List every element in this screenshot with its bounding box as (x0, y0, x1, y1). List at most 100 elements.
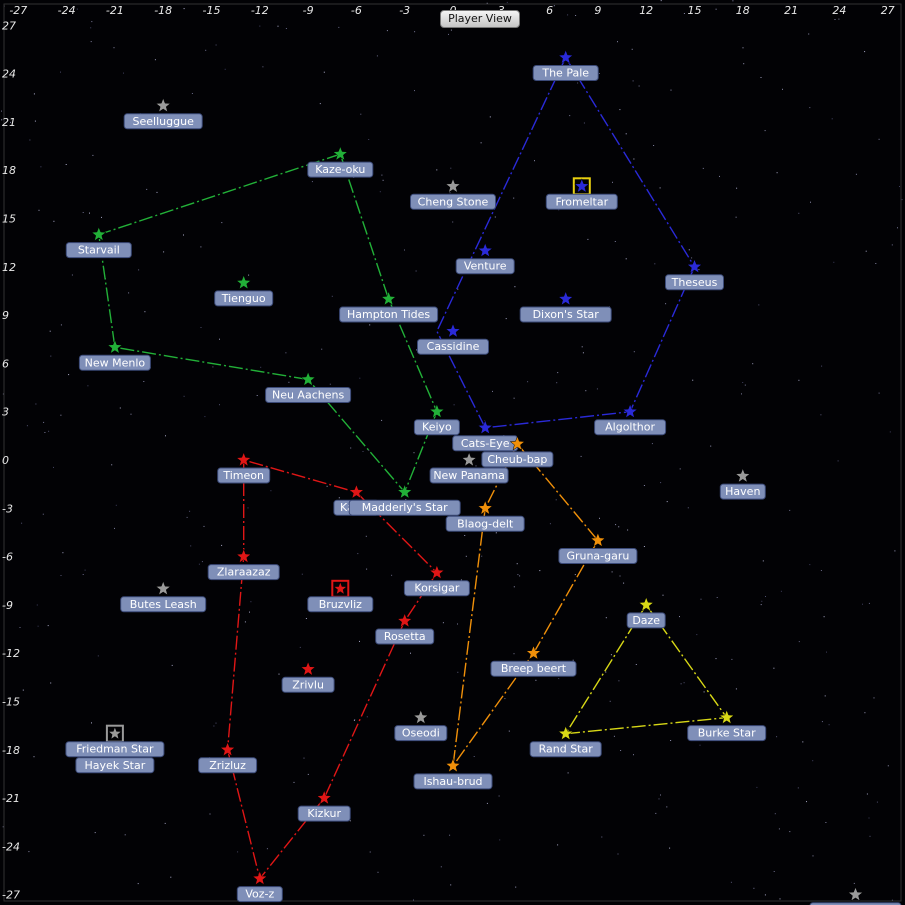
star-label-box[interactable] (626, 612, 666, 629)
star-icon[interactable] (445, 757, 461, 773)
star-label-box[interactable] (417, 338, 489, 355)
star-label-box[interactable] (120, 596, 207, 613)
star-system[interactable]: New Menlo (78, 339, 151, 371)
star-system[interactable]: Breep beert (490, 645, 577, 677)
star-icon[interactable] (735, 467, 751, 483)
star-icon[interactable] (235, 451, 252, 467)
star-system[interactable]: Gruna-garu (558, 532, 638, 564)
star-icon[interactable] (413, 709, 429, 725)
star-label-box[interactable] (375, 628, 435, 645)
star-label-box[interactable] (214, 290, 274, 307)
star-label-box[interactable] (532, 65, 599, 81)
star-system[interactable]: Keiyo (413, 403, 460, 436)
star-icon[interactable] (477, 500, 493, 515)
star-label-box[interactable] (558, 548, 638, 564)
star-system[interactable]: Madderly's Star (348, 484, 461, 516)
star-system[interactable]: Kizkur (297, 789, 351, 822)
star-system[interactable]: Rosetta (375, 612, 435, 645)
star-label-box[interactable] (198, 757, 258, 774)
star-label-box[interactable] (519, 306, 612, 323)
star-system[interactable]: Neu Aachens (265, 371, 352, 403)
star-system[interactable]: Zlaraazaz (207, 548, 280, 581)
star-label-box[interactable] (719, 483, 766, 500)
star-system[interactable]: Cheub-bap (481, 435, 554, 468)
star-icon[interactable] (622, 403, 638, 419)
star-label-box[interactable] (207, 564, 280, 581)
star-icon[interactable] (525, 645, 542, 660)
star-icon[interactable] (590, 532, 606, 548)
star-system[interactable]: Daze (626, 596, 666, 629)
star-system[interactable]: The Pale (532, 49, 599, 81)
star-system[interactable]: Tienguo (214, 274, 274, 307)
star-label-box[interactable] (65, 741, 165, 758)
star-icon[interactable] (461, 451, 477, 467)
star-label-box[interactable] (78, 354, 151, 371)
star-system[interactable]: Ishau-brud (413, 757, 493, 790)
star-icon[interactable] (429, 403, 445, 419)
star-icon[interactable] (300, 371, 316, 387)
star-label-box[interactable] (217, 467, 271, 484)
star-label-box[interactable] (403, 580, 470, 597)
star-icon[interactable] (396, 612, 413, 628)
star-icon[interactable] (718, 709, 735, 725)
star-system[interactable]: Cassidine (417, 323, 489, 355)
star-icon[interactable] (509, 435, 526, 451)
star-label-box[interactable] (265, 387, 352, 403)
star-system[interactable]: Butes Leash (120, 580, 207, 613)
star-system[interactable]: Korsigar (403, 564, 470, 597)
star-system[interactable]: Zrivlu (281, 661, 335, 693)
star-icon[interactable] (332, 145, 349, 161)
star-system[interactable]: Friedman Star (65, 724, 165, 758)
star-system[interactable]: Zrizluz (198, 741, 258, 774)
star-label-box[interactable] (413, 773, 493, 790)
star-label-box[interactable] (297, 805, 351, 822)
star-icon[interactable] (396, 484, 413, 499)
star-icon[interactable] (557, 290, 574, 306)
star-icon[interactable] (91, 226, 107, 242)
star-label-box[interactable] (394, 725, 448, 742)
star-label-box[interactable] (281, 676, 335, 693)
star-icon[interactable] (252, 870, 268, 886)
star-icon[interactable] (107, 339, 123, 354)
star-label-box[interactable] (75, 757, 155, 774)
star-label-box[interactable] (65, 242, 132, 259)
star-system[interactable]: Kaze-oku (307, 145, 374, 178)
star-icon[interactable] (348, 484, 365, 499)
star-system[interactable]: Blaog-delt (445, 500, 525, 532)
star-system[interactable]: Haven (719, 467, 766, 500)
star-label-box[interactable] (665, 274, 724, 291)
star-label-box[interactable] (429, 467, 509, 484)
star-system[interactable]: Hampton Tides (339, 290, 439, 323)
star-label-box[interactable] (307, 161, 374, 178)
star-system[interactable]: Rand Star (529, 725, 602, 758)
star-system[interactable]: Starvail (65, 226, 132, 259)
star-icon[interactable] (380, 290, 397, 306)
star-label-box[interactable] (413, 419, 460, 436)
star-system[interactable]: Venture (455, 242, 515, 275)
star-label-box[interactable] (594, 419, 667, 436)
star-icon[interactable] (445, 178, 461, 193)
star-icon[interactable] (235, 548, 252, 564)
player-view-button[interactable]: Player View (440, 10, 520, 28)
star-icon[interactable] (574, 178, 590, 193)
star-label-box[interactable] (455, 258, 515, 275)
star-system[interactable]: New Panama (429, 451, 509, 484)
star-label-box[interactable] (529, 741, 602, 758)
star-label-box[interactable] (339, 306, 439, 323)
star-icon[interactable] (316, 789, 332, 805)
star-system[interactable]: Cats-Eye (452, 419, 519, 452)
star-system[interactable]: Oseodi (394, 709, 448, 742)
star-label-box[interactable] (123, 113, 203, 130)
star-icon[interactable] (638, 596, 654, 612)
star-system[interactable]: Fromeltar (545, 177, 618, 210)
star-icon[interactable] (847, 886, 864, 902)
station-icon[interactable] (109, 727, 121, 739)
star-label-box[interactable] (307, 596, 374, 613)
star-icon[interactable] (477, 419, 493, 435)
star-label-box[interactable] (348, 499, 461, 516)
star-icon[interactable] (445, 323, 461, 338)
star-icon[interactable] (477, 242, 493, 258)
star-icon[interactable] (557, 725, 574, 741)
star-system[interactable]: Theseus (665, 258, 724, 291)
